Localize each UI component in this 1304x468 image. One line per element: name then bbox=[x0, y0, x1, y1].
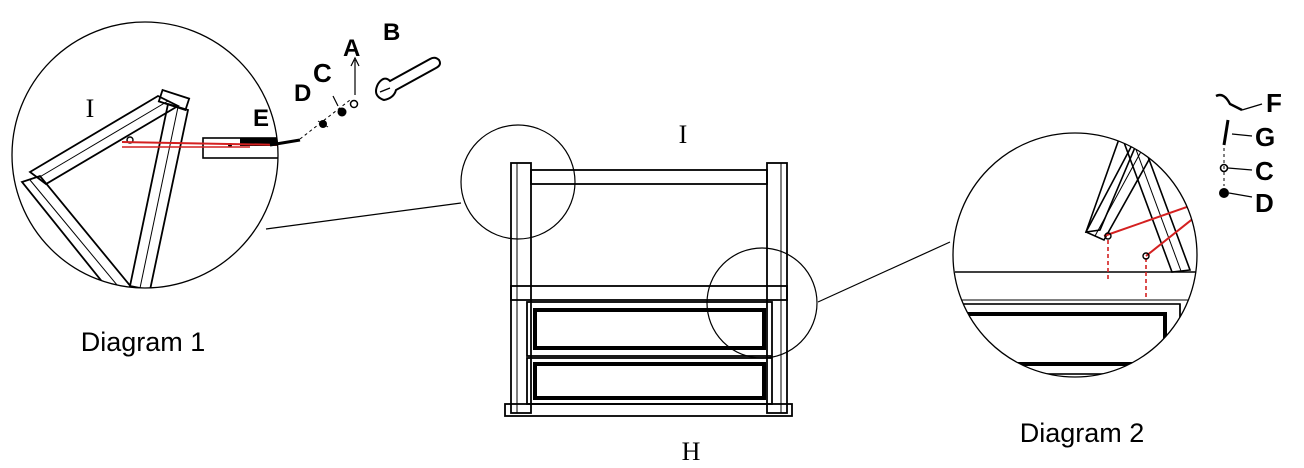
part-label-g: G bbox=[1255, 122, 1275, 152]
diagram-2: F G C D Diagram 2 bbox=[952, 88, 1282, 448]
callout-line-2 bbox=[817, 241, 951, 303]
diagram2-caption: Diagram 2 bbox=[1020, 418, 1145, 448]
detail-circle-2 bbox=[706, 247, 818, 359]
diagram1-caption: Diagram 1 bbox=[81, 327, 206, 357]
wrench-icon bbox=[375, 56, 441, 102]
part-a-washer bbox=[349, 99, 359, 109]
right-post bbox=[766, 162, 788, 414]
frame-leg-left bbox=[20, 174, 134, 288]
bolt-highlight-2a bbox=[1103, 193, 1197, 237]
upper-panel-outer bbox=[526, 301, 773, 357]
part-c-nut bbox=[337, 107, 347, 117]
diagram-1: E D C A B I Diagram 1 bbox=[11, 19, 441, 357]
bolt-highlight bbox=[121, 141, 278, 146]
part-label-b: B bbox=[383, 19, 400, 46]
part-label-f: F bbox=[1266, 88, 1282, 118]
screwdriver-icon bbox=[1215, 93, 1263, 112]
detail-lens-2 bbox=[952, 132, 1198, 378]
left-post bbox=[510, 162, 532, 414]
part-label-d2: D bbox=[1255, 188, 1274, 218]
main-top-label: I bbox=[679, 120, 688, 149]
upper-panel-inner bbox=[533, 308, 766, 350]
part-c-nut-2 bbox=[1219, 163, 1229, 173]
part-label-a: A bbox=[343, 35, 360, 62]
lower-panel-inner bbox=[533, 362, 766, 400]
part-label-c: C bbox=[313, 58, 332, 88]
main-bottom-label: H bbox=[682, 437, 701, 466]
mid-rail bbox=[510, 285, 788, 301]
diagram1-frame-label: I bbox=[86, 94, 95, 123]
part-label-d: D bbox=[294, 80, 311, 107]
part-g-screw bbox=[1222, 119, 1230, 146]
bolt-highlight-2b bbox=[1145, 193, 1197, 257]
part-label-c2: C bbox=[1255, 156, 1274, 186]
frame-arm bbox=[28, 94, 180, 186]
callout-line-1 bbox=[265, 202, 462, 230]
detail-circle-1 bbox=[460, 124, 576, 240]
part-label-e: E bbox=[253, 105, 269, 132]
base-board bbox=[504, 403, 793, 417]
part-d-washer-2 bbox=[1219, 188, 1229, 198]
top-rail bbox=[530, 169, 768, 185]
main-frame: I H bbox=[265, 120, 951, 466]
detail-lens-1 bbox=[11, 21, 279, 289]
